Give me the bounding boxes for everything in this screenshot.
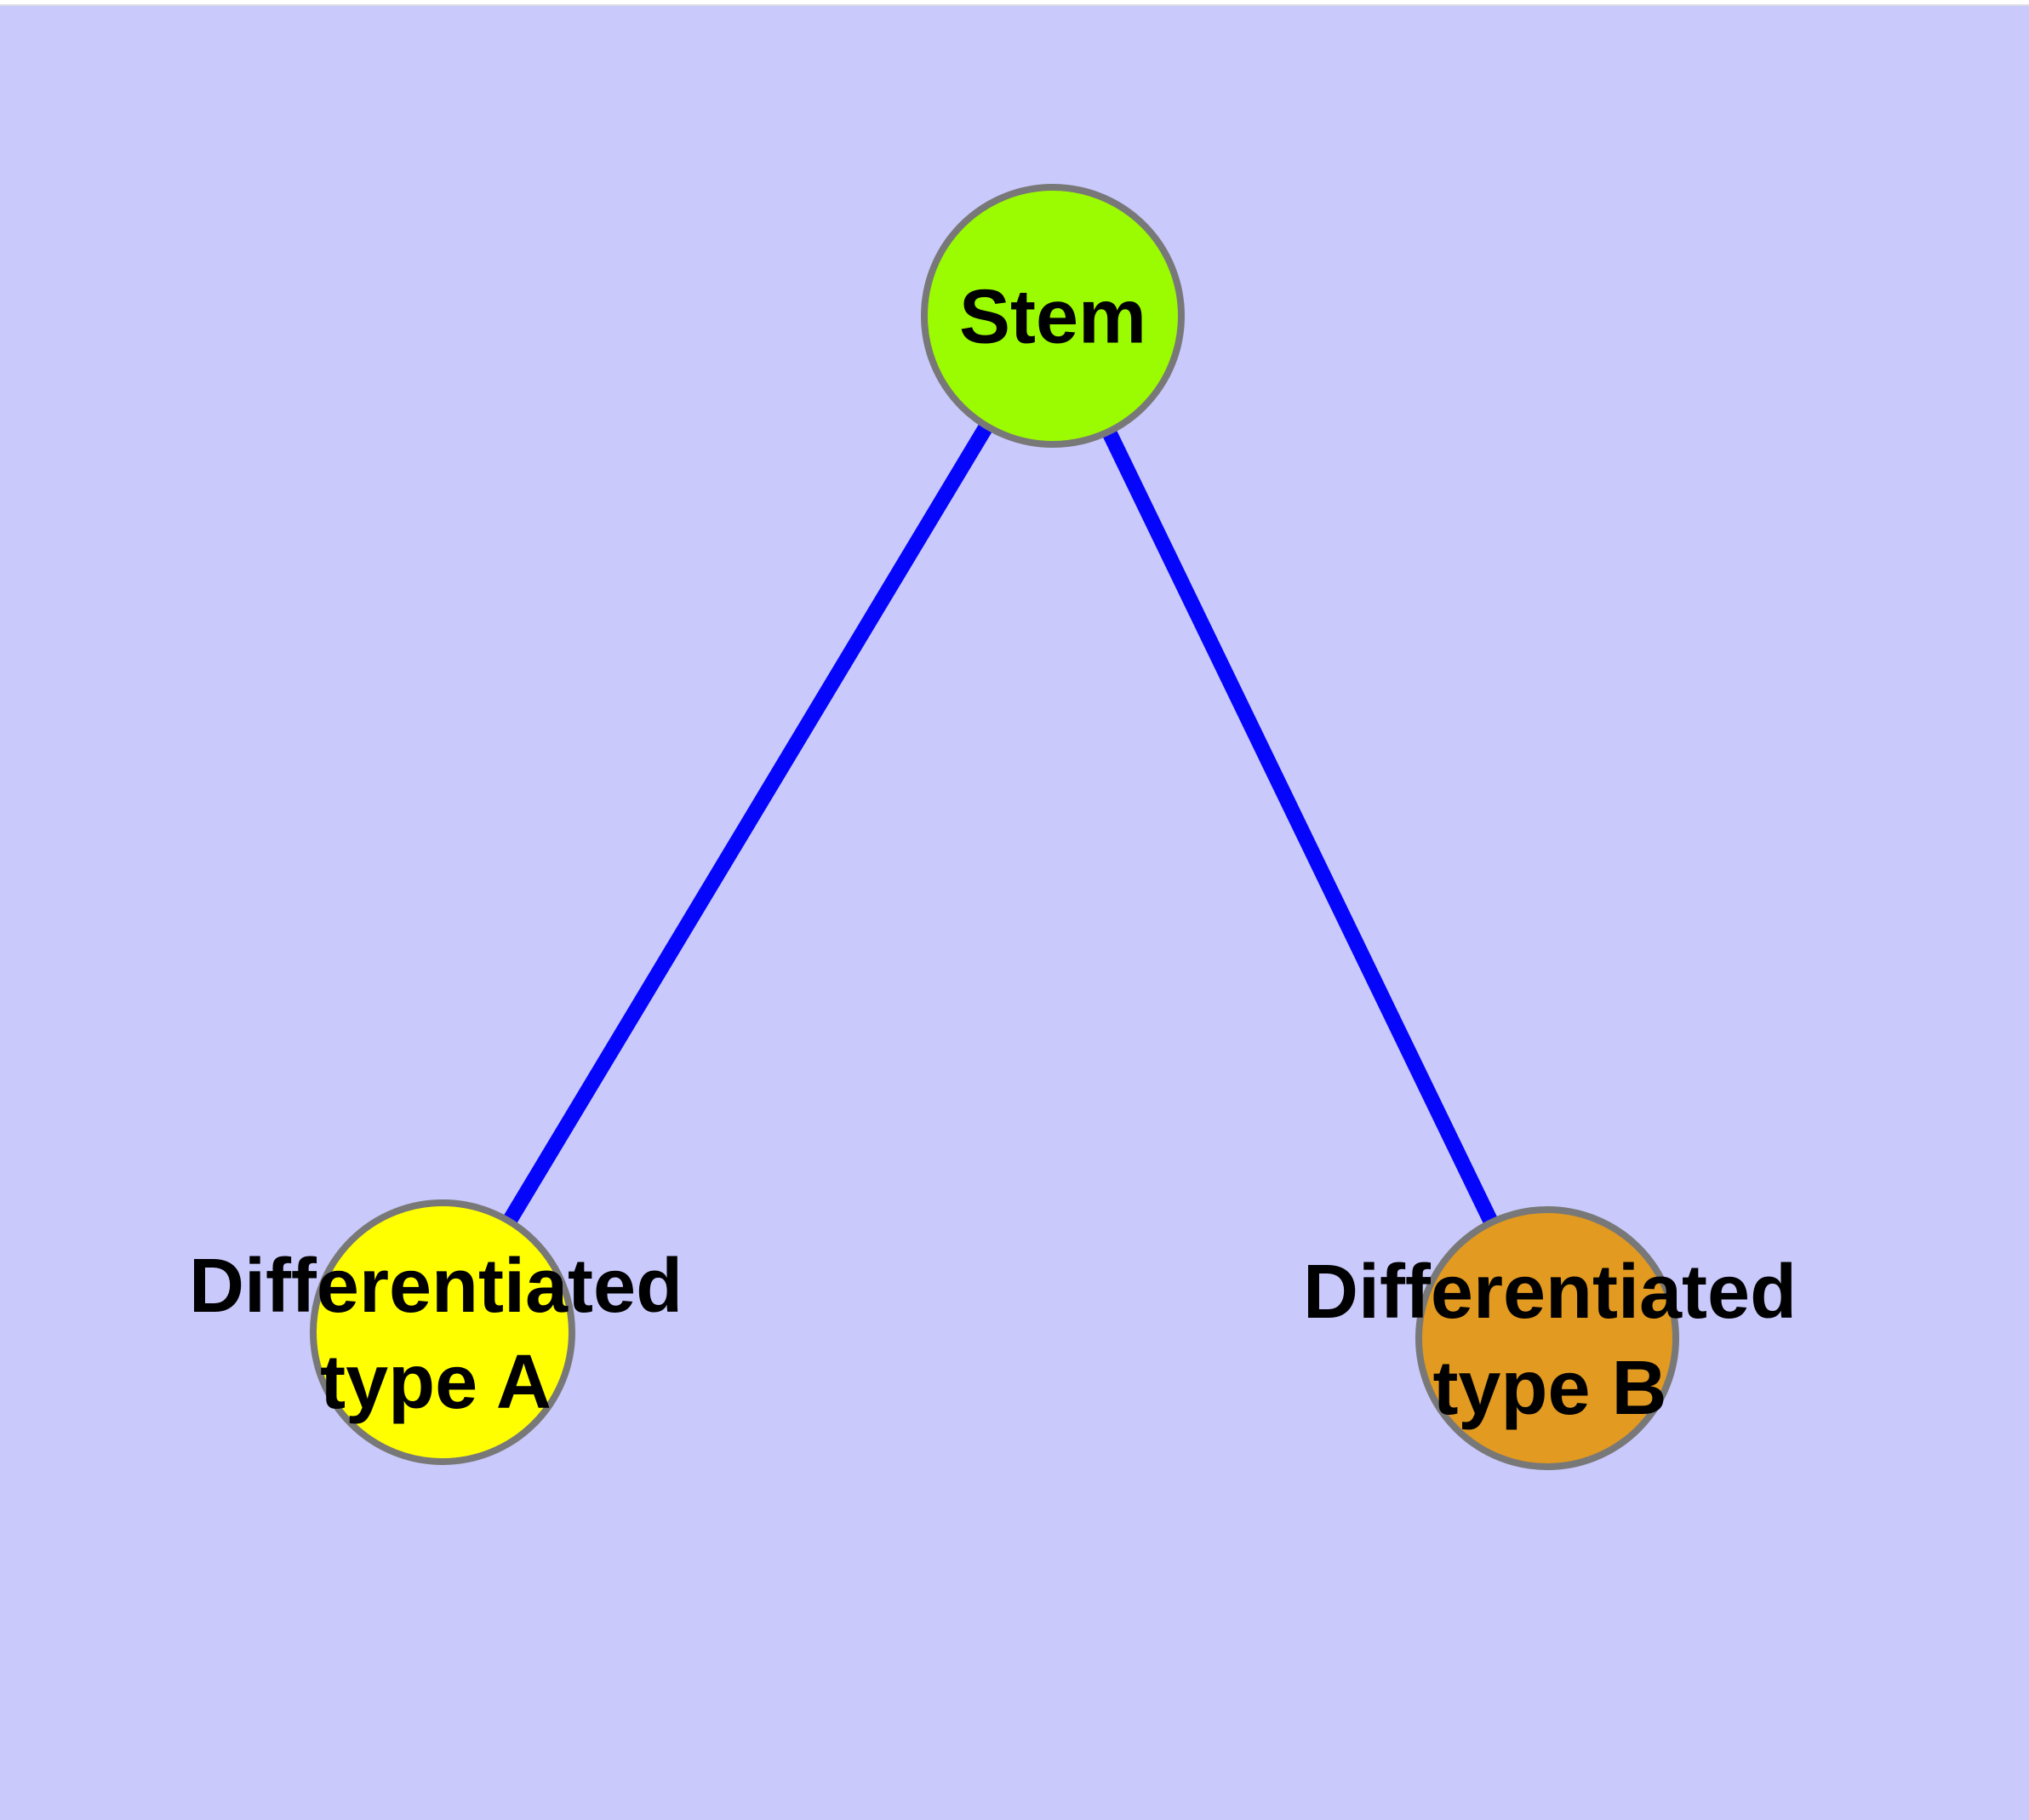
edge-stem-to-type-b bbox=[1045, 312, 1555, 1342]
stem-node-label-text: Stem bbox=[958, 274, 1147, 360]
stem-node-label: Stem bbox=[959, 270, 1146, 366]
differentiated-type-a-node bbox=[310, 1199, 575, 1465]
differentiated-type-a-label-line2: type A bbox=[320, 1340, 552, 1425]
stem-node bbox=[921, 184, 1185, 448]
differentiated-type-a-label-line1: Differentiated bbox=[188, 1244, 683, 1329]
differentiated-type-b-label: Differentiated type B bbox=[1303, 1245, 1797, 1437]
differentiated-type-a-label: Differentiated type A bbox=[189, 1239, 683, 1431]
differentiated-type-b-label-line2: type B bbox=[1432, 1346, 1667, 1431]
edge-stem-to-type-a bbox=[436, 312, 1060, 1336]
differentiated-type-b-node bbox=[1415, 1206, 1679, 1470]
differentiated-type-b-label-line1: Differentiated bbox=[1302, 1250, 1798, 1335]
